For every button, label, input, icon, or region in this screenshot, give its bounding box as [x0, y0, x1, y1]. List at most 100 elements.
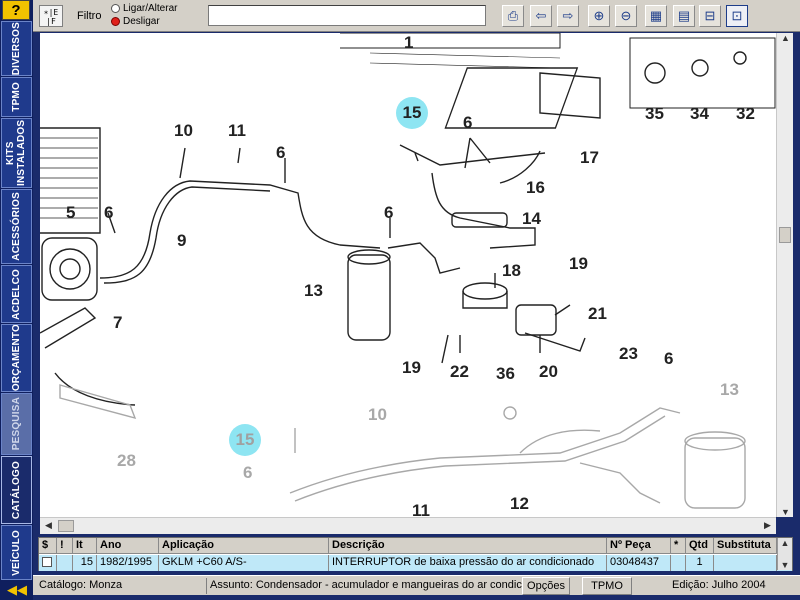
col-header-price[interactable]: $	[39, 538, 57, 554]
callout-6[interactable]: 6	[384, 203, 394, 222]
tab-kits-instalados[interactable]: KITS INSTALADOS	[1, 118, 32, 188]
callout-15-highlighted[interactable]: 15	[396, 97, 428, 129]
callout-20[interactable]: 20	[539, 362, 558, 381]
callout-1[interactable]: 1	[404, 33, 414, 52]
callout-10[interactable]: 10	[174, 121, 193, 140]
callout-19[interactable]: 19	[402, 358, 421, 377]
tab-orcamento[interactable]: ORÇAMENTO	[1, 324, 32, 392]
parts-diagram[interactable]: 1 35 34 32 15 6 17 16 10 11 6 5 6 9 6 14…	[40, 33, 776, 517]
table-scroll-down-icon[interactable]: ▼	[780, 560, 790, 570]
col-header-description[interactable]: Descrição	[329, 538, 607, 554]
tab-acessorios[interactable]: ACESSÓRIOS	[1, 189, 32, 264]
filter-input[interactable]	[208, 5, 486, 26]
filter-icon[interactable]: ∗|E|F	[39, 5, 63, 27]
callout-12[interactable]: 12	[510, 494, 529, 513]
tab-acdelco[interactable]: ACDELCO	[1, 265, 32, 323]
row-flag	[57, 555, 73, 571]
tab-label: CATÁLOGO	[11, 460, 22, 520]
callout-32[interactable]: 32	[736, 104, 755, 123]
callout-28[interactable]: 28	[117, 451, 136, 470]
horizontal-scroll-thumb[interactable]	[58, 520, 74, 532]
callout-18[interactable]: 18	[502, 261, 521, 280]
row-part-number: 03048437	[607, 555, 671, 571]
callout-5[interactable]: 5	[66, 203, 76, 222]
callout-19[interactable]: 19	[569, 254, 588, 273]
car-outline-button[interactable]: ⊡	[726, 5, 748, 27]
col-header-application[interactable]: Aplicação	[159, 538, 329, 554]
col-header-qty[interactable]: Qtd	[686, 538, 714, 554]
callout-6[interactable]: 6	[276, 143, 286, 162]
radio-ligar-indicator[interactable]	[111, 4, 120, 13]
callout-34[interactable]: 34	[690, 104, 709, 123]
scroll-down-icon[interactable]: ▼	[781, 507, 790, 517]
status-catalog: Catálogo: Monza	[39, 579, 123, 591]
callout-21[interactable]: 21	[588, 304, 607, 323]
callout-6[interactable]: 6	[463, 113, 473, 132]
row-qty: 1	[686, 555, 714, 571]
vertical-scrollbar[interactable]: ▲ ▼	[776, 33, 793, 517]
forward-button[interactable]: ⇨	[557, 5, 579, 27]
zoom-out-button[interactable]: ⊖	[615, 5, 637, 27]
col-header-item[interactable]: It	[73, 538, 97, 554]
row-checkbox[interactable]	[42, 557, 52, 567]
col-header-star[interactable]: *	[671, 538, 686, 554]
callout-13[interactable]: 13	[304, 281, 323, 300]
callout-14[interactable]: 14	[522, 209, 541, 228]
callout-10[interactable]: 10	[368, 405, 387, 424]
back-button[interactable]: ⇦	[530, 5, 552, 27]
table-scroll-up-icon[interactable]: ▲	[780, 538, 790, 548]
callout-22[interactable]: 22	[450, 362, 469, 381]
callout-9[interactable]: 9	[177, 231, 187, 250]
radio-desligar[interactable]: Desligar	[111, 16, 160, 27]
col-header-substitute[interactable]: Substituta	[714, 538, 777, 554]
grid-button[interactable]: ▦	[645, 5, 667, 27]
print-button[interactable]: ⎙	[502, 5, 524, 27]
tab-pesquisa[interactable]: PESQUISA	[1, 393, 32, 455]
callout-11[interactable]: 11	[412, 501, 430, 517]
radio-desligar-indicator[interactable]	[111, 17, 120, 26]
row-description: INTERRUPTOR de baixa pressão do ar condi…	[329, 555, 607, 571]
options-button[interactable]: Opções	[522, 577, 570, 595]
table-scrollbar[interactable]: ▲ ▼	[777, 538, 792, 570]
tpmo-button[interactable]: TPMO	[582, 577, 632, 595]
scroll-right-icon[interactable]: ▶	[764, 520, 771, 530]
callout-35[interactable]: 35	[645, 104, 664, 123]
tab-catalogo[interactable]: CATÁLOGO	[1, 456, 32, 524]
callout-23[interactable]: 23	[619, 344, 638, 363]
radio-ligar[interactable]: Ligar/Alterar	[111, 3, 177, 14]
calculator-button[interactable]: ▤	[673, 5, 695, 27]
callout-6[interactable]: 6	[664, 349, 674, 368]
callout-15-highlighted[interactable]: 15	[229, 424, 261, 456]
scroll-up-icon[interactable]: ▲	[781, 33, 790, 43]
callout-13[interactable]: 13	[720, 380, 739, 399]
help-button[interactable]: ?	[2, 0, 30, 20]
vertical-scroll-thumb[interactable]	[779, 227, 791, 243]
callout-6[interactable]: 6	[104, 203, 114, 222]
callout-6[interactable]: 6	[243, 463, 253, 482]
collapse-arrow-icon[interactable]: ◀◀	[7, 582, 27, 597]
callout-7[interactable]: 7	[113, 313, 123, 332]
callout-36[interactable]: 36	[496, 364, 515, 383]
status-edition: Edição: Julho 2004	[672, 579, 766, 591]
tab-label: VEÍCULO	[11, 529, 22, 576]
row-checkbox-cell[interactable]	[39, 555, 57, 571]
tab-veiculo[interactable]: VEÍCULO	[1, 525, 32, 580]
callout-16[interactable]: 16	[526, 178, 545, 197]
table-row[interactable]: 15 1982/1995 GKLM +C60 A/S- INTERRUPTOR …	[39, 555, 792, 571]
tab-label: ORÇAMENTO	[11, 324, 22, 392]
diagram-lines	[40, 33, 776, 509]
car-button[interactable]: ⊟	[699, 5, 721, 27]
tab-tpmo[interactable]: TPMO	[1, 77, 32, 117]
horizontal-scrollbar[interactable]: ◀ ▶	[40, 517, 776, 534]
callout-17[interactable]: 17	[580, 148, 599, 167]
status-bar: Catálogo: Monza Assunto: Condensador - a…	[33, 575, 800, 595]
col-header-alert[interactable]: !	[57, 538, 73, 554]
zoom-in-button[interactable]: ⊕	[588, 5, 610, 27]
tab-label: KITS INSTALADOS	[4, 119, 27, 187]
callout-11[interactable]: 11	[228, 121, 246, 140]
scroll-left-icon[interactable]: ◀	[45, 520, 52, 530]
col-header-part-number[interactable]: Nº Peça	[607, 538, 671, 554]
left-tab-bar: ? DIVERSOS TPMO KITS INSTALADOS ACESSÓRI…	[0, 0, 33, 600]
col-header-year[interactable]: Ano	[97, 538, 159, 554]
tab-diversos[interactable]: DIVERSOS	[1, 21, 32, 76]
